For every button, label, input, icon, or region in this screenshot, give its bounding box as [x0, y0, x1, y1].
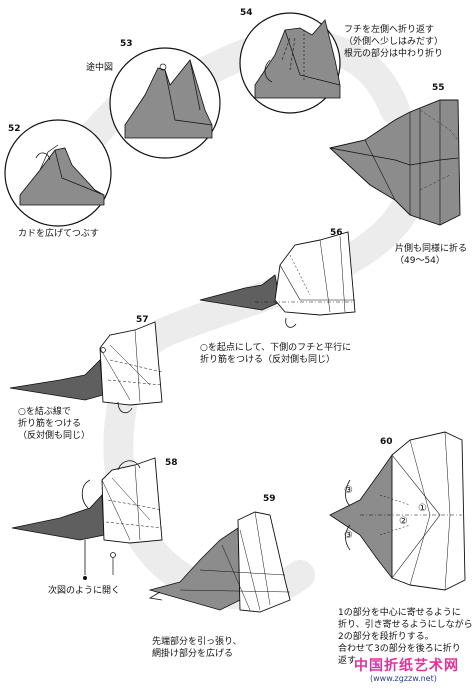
step-59-number: 59 — [263, 494, 276, 504]
step-57-model — [9, 321, 163, 414]
marker-part-3-top: ③ — [344, 485, 353, 496]
step-53-number: 53 — [120, 39, 133, 49]
marker-part-1: ① — [418, 503, 427, 514]
step-54-number: 54 — [240, 8, 253, 18]
watermark-brand: 中国折纸艺术网 — [354, 658, 459, 674]
step-59-note: 先端部分を引っ張り、 網掛け部分を広げる — [152, 637, 242, 659]
step-58-open-note: 次図のように開く — [48, 586, 121, 596]
step-55-model — [329, 99, 461, 226]
step-55-number: 55 — [432, 83, 445, 93]
step-53-note: 途中図 — [86, 63, 114, 73]
step-56-model — [199, 231, 356, 328]
step-60-note: 1の部分を中心に寄せるように 折り、引き寄せるようにしながら 2の部分を段折りす… — [338, 608, 473, 666]
step-52-circle — [4, 119, 112, 227]
step-58-model — [11, 457, 163, 580]
step-59-model — [148, 511, 291, 613]
step-56-note: 片側も同様に折る （49～54） — [395, 244, 468, 266]
step-56-number: 56 — [330, 228, 343, 238]
step-58-number: 58 — [165, 458, 178, 468]
step-52-note: カドを広げてつぶす — [18, 229, 99, 239]
step-54-circle — [239, 12, 341, 114]
step-60-number: 60 — [380, 437, 393, 447]
watermark-url: (www.zgzzw.net) — [370, 674, 437, 683]
step-54-note: フチを左側へ折り返す （外側へ少しはみだす） 根元の部分は中わり折り — [344, 25, 444, 59]
step-60-model — [329, 431, 466, 591]
marker-part-2: ② — [399, 516, 408, 527]
marker-part-3-bottom: ③ — [344, 530, 353, 541]
step-57-note: ○を起点にして、下側のフチと平行に 折り筋をつける（反対側も同じ） — [200, 343, 352, 365]
step-58-note: ○を結ぶ線で 折り筋をつける （反対側も同じ） — [18, 407, 91, 441]
step-52-number: 52 — [8, 124, 21, 134]
step-57-number: 57 — [136, 315, 149, 325]
step-53-circle — [109, 47, 221, 159]
